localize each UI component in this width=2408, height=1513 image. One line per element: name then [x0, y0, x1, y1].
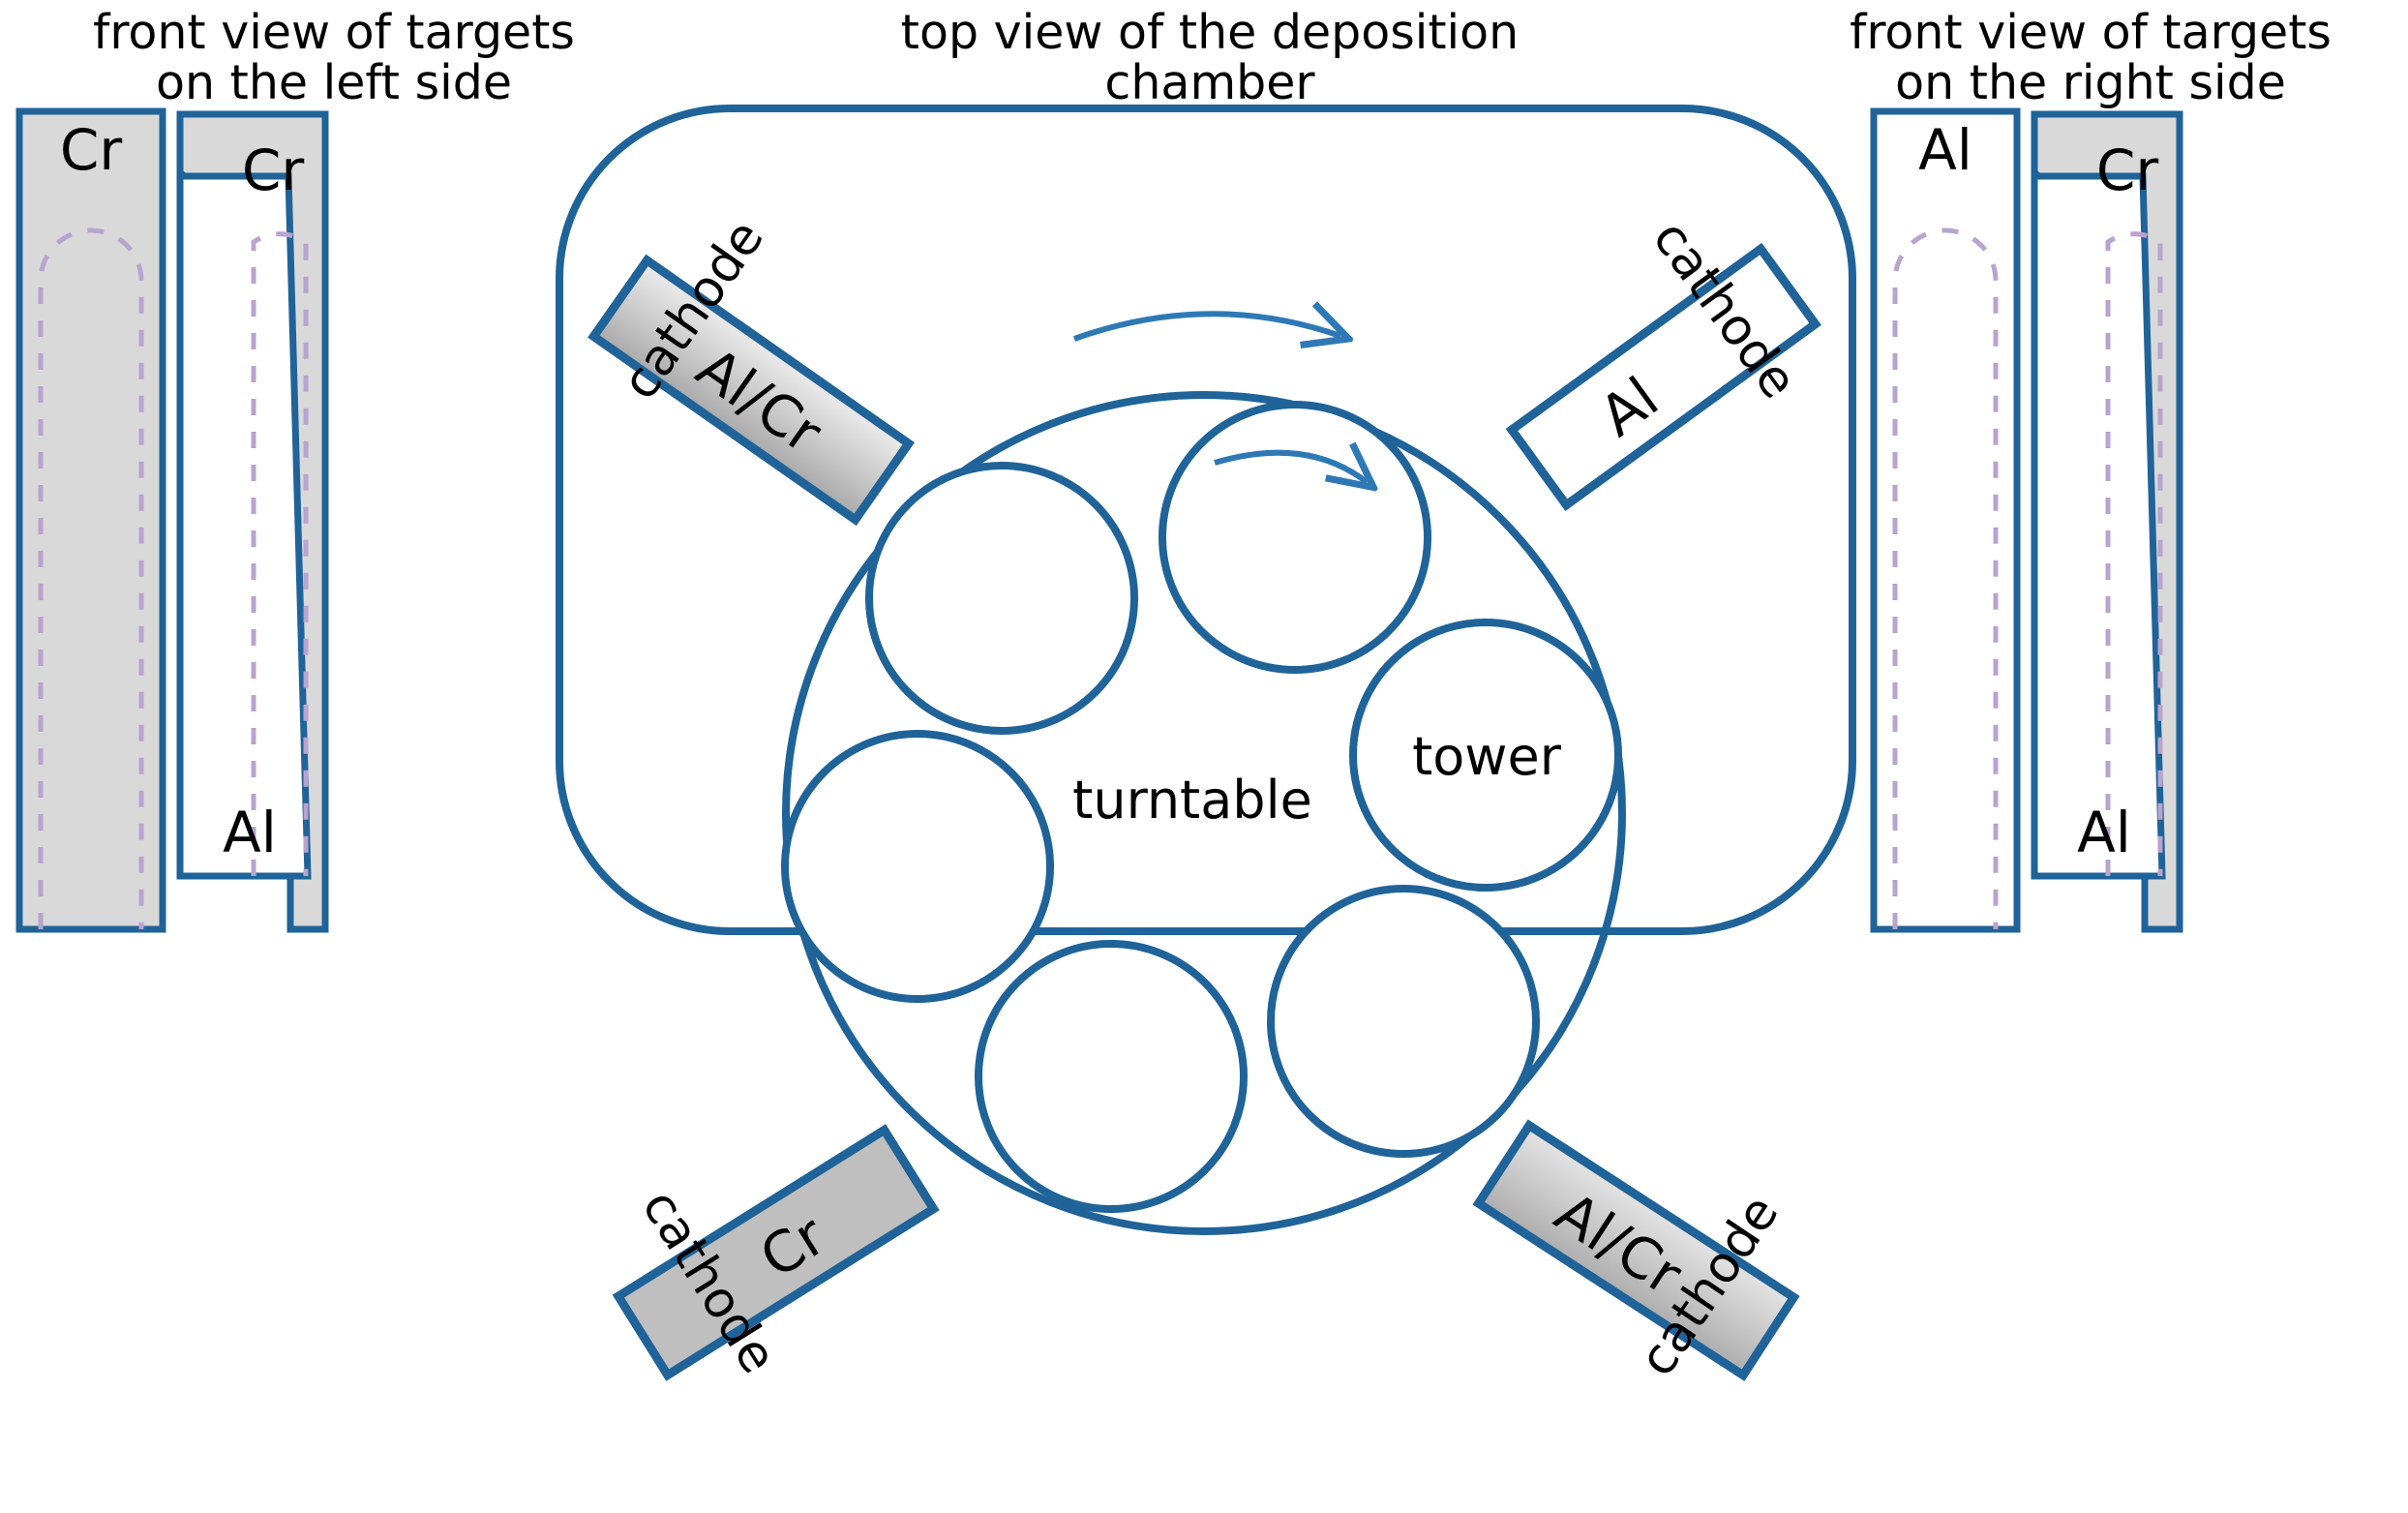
- tower-circle: [1159, 401, 1431, 674]
- tower-circle: [781, 730, 1054, 1003]
- left-target-1-label: Cr: [60, 117, 122, 183]
- left-target-2-white-wedge: [176, 172, 312, 880]
- left-target-2-top-label: Cr: [242, 137, 304, 203]
- turntable-rotation-arrow: [1072, 314, 1340, 339]
- cathode-top-left-body: [587, 254, 916, 527]
- left-target-1-body: [15, 107, 166, 933]
- right-target-2-top-label: Cr: [2096, 137, 2158, 203]
- tower-label: tower: [1412, 726, 1562, 787]
- tower-circle: [975, 940, 1248, 1213]
- left-target-1-erosion-track: [38, 227, 144, 929]
- right-target-2-bottom-label: Al: [2077, 800, 2131, 865]
- caption-right-targets: front view of targets on the right side: [1850, 5, 2332, 110]
- right-target-2-white-wedge: [2031, 172, 2166, 880]
- right-target-1-erosion-track: [1892, 227, 1999, 929]
- tower-circle: [865, 462, 1138, 735]
- cathode-top-right: Al: [1505, 242, 1821, 511]
- cathode-bottom-left: Cr: [612, 1124, 940, 1381]
- deposition-chamber: turntable tower Al/Cr cathode Al cathode…: [556, 105, 1856, 1387]
- right-target-2: Cr Al: [2031, 110, 2183, 933]
- right-target-1-body: [1870, 107, 2021, 933]
- turntable-circle: [782, 391, 1626, 1235]
- right-target-1: Al: [1870, 107, 2021, 933]
- left-target-2-erosion-track: [251, 231, 309, 876]
- tower-circle: [1267, 885, 1540, 1158]
- caption-chamber-top-view: top view of the deposition chamber: [900, 5, 1520, 110]
- cathode-bottom-right-body: [1472, 1119, 1800, 1381]
- cathode-top-right-body: [1505, 242, 1821, 511]
- left-target-2-bottom-label: Al: [223, 800, 277, 865]
- right-target-1-label: Al: [1918, 117, 1972, 183]
- cathode-bottom-left-body: [612, 1124, 940, 1381]
- right-target-2-erosion-track: [2105, 231, 2163, 876]
- tower-circle: [1349, 619, 1622, 892]
- caption-left-targets: front view of targets on the left side: [93, 5, 575, 110]
- left-target-1: Cr: [15, 107, 166, 933]
- chamber-wall: [556, 105, 1856, 935]
- turntable-label: turntable: [1072, 770, 1312, 831]
- left-target-2: Cr Al: [176, 110, 329, 933]
- tower-rotation-arrow: [1214, 453, 1367, 482]
